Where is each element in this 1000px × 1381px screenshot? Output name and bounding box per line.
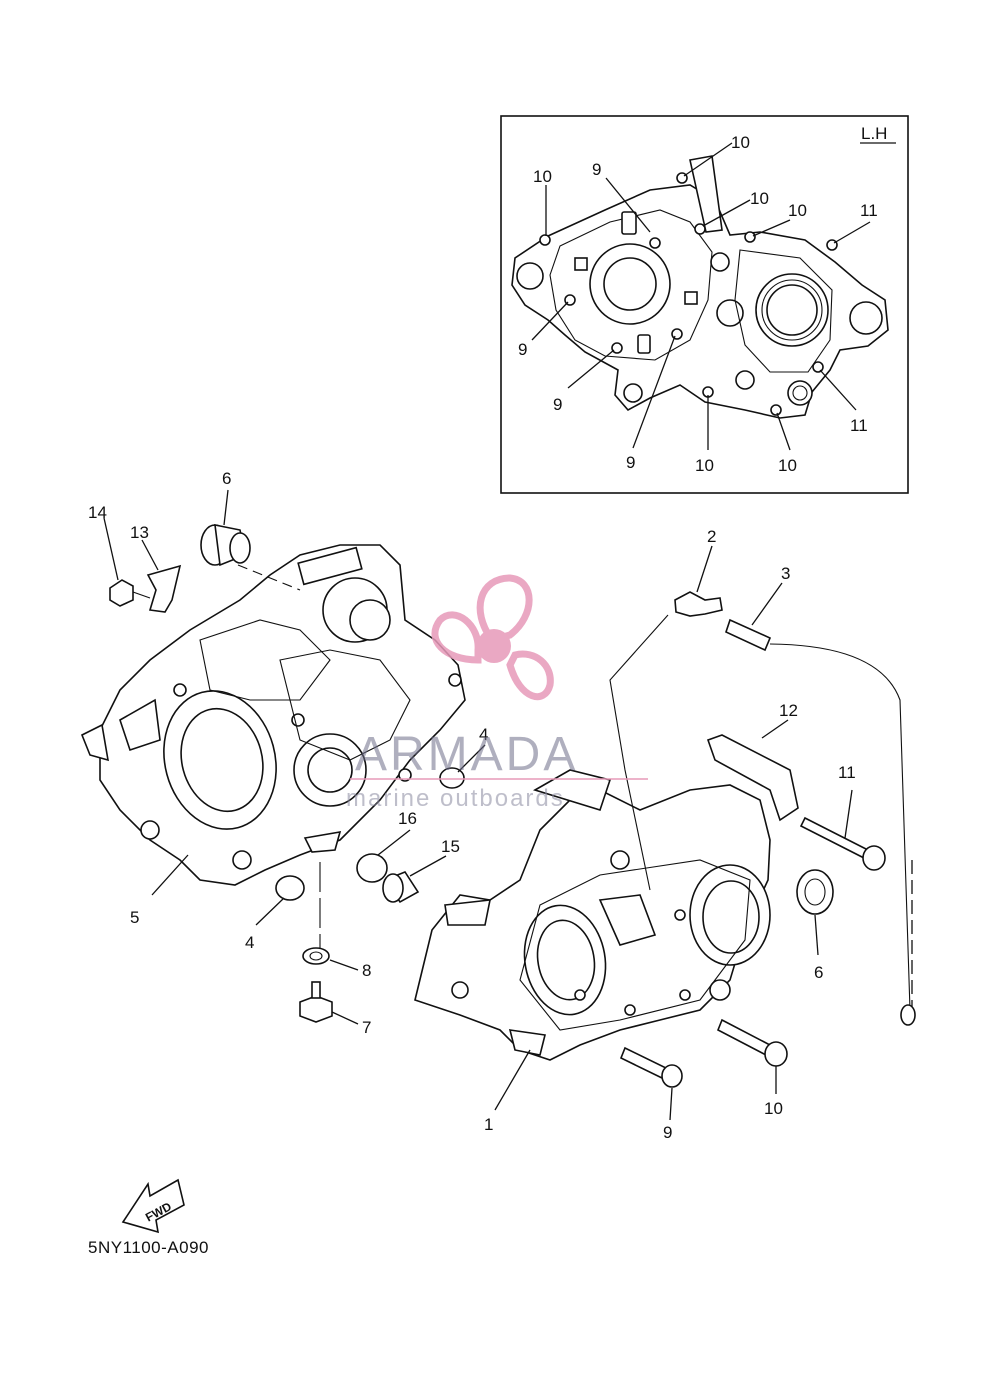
- part-11-bolt: [799, 816, 886, 871]
- part-10-bolt: [716, 1018, 788, 1067]
- callout-9: 9: [663, 1123, 672, 1142]
- part-2-fitting: [674, 591, 723, 617]
- callout-11: 11: [860, 201, 878, 220]
- part-15-collar: [382, 871, 420, 904]
- callout-5: 5: [130, 908, 139, 927]
- part-9-bolt: [619, 1046, 683, 1088]
- watermark-brand: ARMADA: [355, 728, 578, 781]
- callout-4: 4: [479, 725, 488, 744]
- callout-6: 6: [222, 469, 231, 488]
- callout-7: 7: [362, 1018, 371, 1037]
- callout-15: 15: [441, 837, 460, 856]
- part-3-hose: [725, 618, 916, 1026]
- part-4-dowel: [275, 875, 305, 901]
- callout-9: 9: [626, 453, 635, 472]
- part-16-o-ring: [356, 853, 388, 883]
- part-14-bolt: [109, 579, 151, 607]
- callout-10: 10: [731, 133, 750, 152]
- watermark-tagline: marine outboards: [346, 785, 565, 812]
- callout-4: 4: [245, 933, 254, 952]
- diagram-code: 5NY1100-A090: [88, 1238, 209, 1257]
- callout-12: 12: [779, 701, 798, 720]
- callout-10: 10: [764, 1099, 783, 1118]
- callout-10: 10: [788, 201, 807, 220]
- part-13-bracket: [146, 564, 182, 613]
- callout-6: 6: [814, 963, 823, 982]
- callout-2: 2: [707, 527, 716, 546]
- callout-10: 10: [533, 167, 552, 186]
- part-6-oil-seal: [200, 523, 251, 567]
- callout-11: 11: [838, 763, 856, 782]
- leader-lines: [103, 489, 853, 1121]
- part-6-oil-seal: [796, 869, 834, 915]
- propeller-logo-icon: [431, 574, 554, 701]
- callout-9: 9: [518, 340, 527, 359]
- callout-9: 9: [592, 160, 601, 179]
- part-8-washer: [302, 947, 330, 965]
- part-4-dowel: [439, 767, 465, 789]
- inset-leader-lines: [531, 142, 871, 451]
- inset-crankcase-outline: [511, 155, 889, 419]
- callout-10: 10: [695, 456, 714, 475]
- left-crankcase-half: [80, 544, 466, 886]
- callout-14: 14: [88, 503, 107, 522]
- callout-3: 3: [781, 564, 790, 583]
- part-12-guide: [706, 734, 799, 822]
- callout-13: 13: [130, 523, 149, 542]
- callout-11: 11: [850, 416, 868, 435]
- main-callouts: 14 13 6 2 3 12 11 4 16 15 5 4 8 7 6 1 9 …: [88, 469, 856, 1142]
- fwd-arrow-icon: FWD: [121, 1178, 185, 1234]
- callout-9: 9: [553, 395, 562, 414]
- inset-left-half-view: L.H: [500, 115, 909, 494]
- armada-watermark: ARMADA marine outboards: [346, 574, 648, 812]
- inset-bolt-holes: [539, 172, 838, 416]
- right-crankcase-half: [414, 769, 771, 1061]
- inset-title: L.H: [861, 124, 887, 143]
- part-7-drain-bolt: [299, 981, 333, 1023]
- callout-16: 16: [398, 809, 417, 828]
- callout-10: 10: [750, 189, 769, 208]
- callout-8: 8: [362, 961, 371, 980]
- callout-1: 1: [484, 1115, 493, 1134]
- callout-10: 10: [778, 456, 797, 475]
